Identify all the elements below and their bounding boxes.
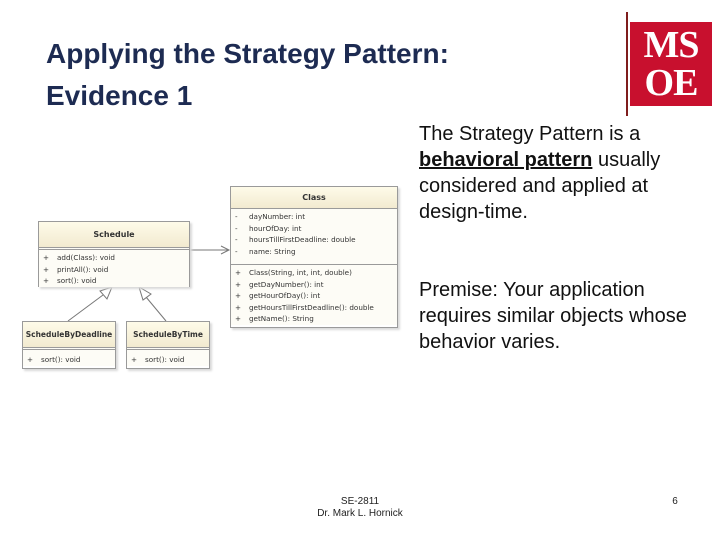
slide-title-line-1: Applying the Strategy Pattern: <box>46 38 449 69</box>
uml-class-name: ScheduleByTime <box>127 322 209 348</box>
uml-operation: +add(Class): void <box>43 253 115 262</box>
uml-operation: +sort(): void <box>27 355 81 364</box>
msoe-logo: MS OE <box>630 22 712 106</box>
uml-class-operations: +sort(): void <box>23 350 115 366</box>
uml-attribute: -hoursTillFirstDeadline: double <box>235 235 356 244</box>
uml-operation: +getHourOfDay(): int <box>235 291 321 300</box>
uml-attribute: -name: String <box>235 246 296 256</box>
footer: SE-2811 Dr. Mark L. Hornick <box>290 496 430 520</box>
uml-class-operations: +Class(String, int, int, double) +getDay… <box>231 265 397 325</box>
bullet-text-1: The Strategy Pattern is a behavioral pat… <box>419 123 661 223</box>
bullet-text-2: Premise: Your application requires simil… <box>419 279 687 353</box>
generalization-arrowhead-deadline <box>99 286 113 300</box>
uml-class-name: Schedule <box>39 222 189 248</box>
uml-operation: +getHoursTillFirstDeadline(): double <box>235 302 374 312</box>
uml-operation: +printAll(): void <box>43 264 109 274</box>
page-number: 6 <box>672 496 678 507</box>
slide-title: Applying the Strategy Pattern: Evidence … <box>46 33 606 117</box>
uml-operation: +getDayNumber(): int <box>235 279 324 289</box>
uml-class-operations: +add(Class): void +printAll(): void +sor… <box>39 250 189 287</box>
uml-class-name: ScheduleByDeadline <box>23 322 115 348</box>
uml-attribute: -dayNumber: int <box>235 212 306 221</box>
uml-class-box: Class -dayNumber: int -hourOfDay: int -h… <box>230 186 398 328</box>
generalization-line-time <box>145 296 167 322</box>
generalization-arrowhead-time <box>138 285 152 301</box>
uml-class-operations: +sort(): void <box>127 350 209 366</box>
uml-operation: +Class(String, int, int, double) <box>235 268 352 277</box>
uml-class-attributes: -dayNumber: int -hourOfDay: int -hoursTi… <box>231 209 397 265</box>
uml-schedule-by-deadline-box: ScheduleByDeadline +sort(): void <box>22 321 116 369</box>
uml-schedule-by-time-box: ScheduleByTime +sort(): void <box>126 321 210 369</box>
uml-schedule-box: Schedule +add(Class): void +printAll(): … <box>38 221 190 287</box>
logo-divider <box>626 12 628 116</box>
generalization-line-deadline <box>67 294 104 322</box>
uml-class-attributes <box>127 348 209 350</box>
uml-operation: +sort(): void <box>43 276 97 285</box>
footer-course: SE-2811 <box>340 496 380 507</box>
uml-class-attributes <box>23 348 115 350</box>
footer-author: Dr. Mark L. Hornick <box>317 508 403 519</box>
uml-operation: +getName(): String <box>235 314 314 323</box>
bullet-term: behavioral pattern <box>419 149 593 171</box>
uml-class-name: Class <box>231 187 397 209</box>
slide-title-line-2: Evidence 1 <box>46 80 193 111</box>
association-arrowhead <box>220 245 231 255</box>
uml-operation: +sort(): void <box>131 355 185 364</box>
uml-class-attributes <box>39 248 189 250</box>
uml-attribute: -hourOfDay: int <box>235 223 302 233</box>
